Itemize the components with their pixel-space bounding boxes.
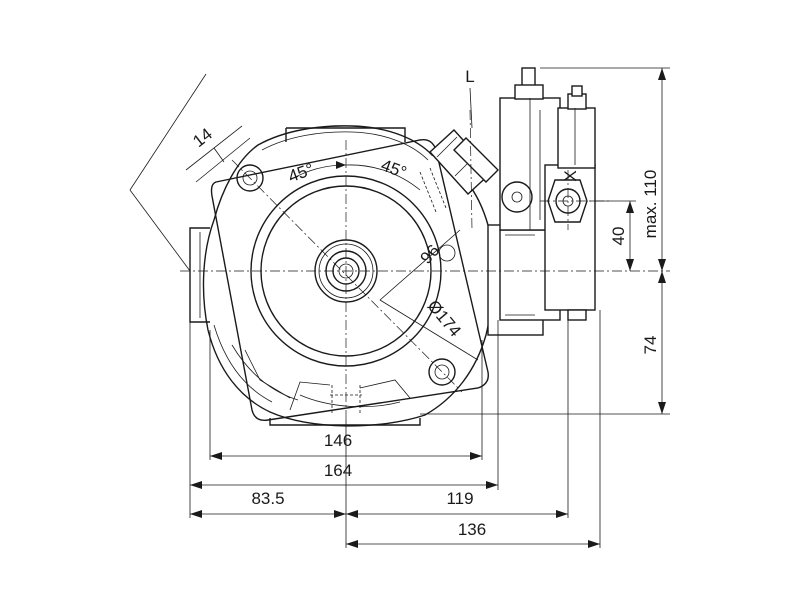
port-l-label: L [465, 67, 474, 86]
control-valve [487, 67, 596, 336]
dim-max-110: max. 110 [641, 170, 660, 239]
dim-83-5: 83.5 [251, 489, 284, 508]
dim-119: 119 [446, 489, 473, 508]
pump-body [189, 125, 495, 427]
flange-bolt-holes [236, 164, 456, 386]
dim-74: 74 [641, 336, 660, 355]
port-x-label: X [561, 170, 580, 181]
port-l-fitting [429, 129, 499, 195]
angle-right-label: 45° [379, 156, 410, 183]
dim-164: 164 [324, 461, 352, 480]
dimension-lines [185, 68, 666, 548]
dim-14: 14 [189, 124, 216, 151]
hidden-lines [330, 167, 447, 415]
dim-dia-174: Ø174 [424, 296, 465, 340]
dim-136: 136 [458, 520, 486, 539]
dim-40: 40 [609, 227, 628, 246]
dim-146: 146 [324, 431, 352, 450]
extension-lines [129, 67, 670, 548]
